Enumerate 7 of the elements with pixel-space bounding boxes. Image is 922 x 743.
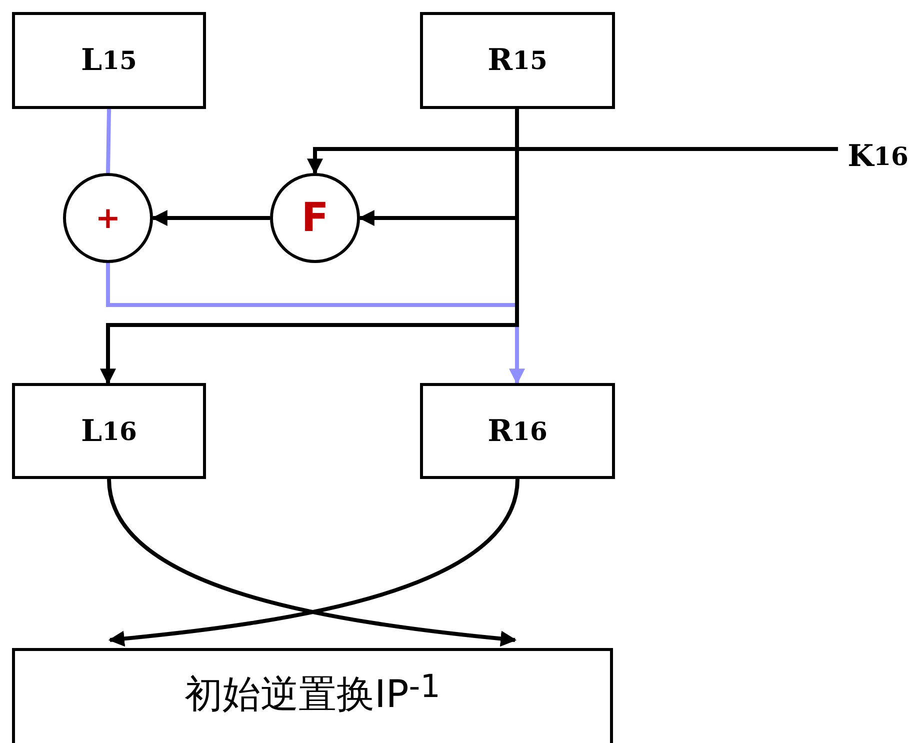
arrow: [307, 147, 838, 175]
permutation-box: 初始逆置换IP$^{-1}$: [12, 648, 613, 743]
arrow: [106, 263, 525, 385]
xor-circle: +: [63, 173, 153, 263]
arrow: [151, 210, 270, 226]
connector-line: [106, 108, 111, 174]
function-circle: F: [270, 173, 360, 263]
